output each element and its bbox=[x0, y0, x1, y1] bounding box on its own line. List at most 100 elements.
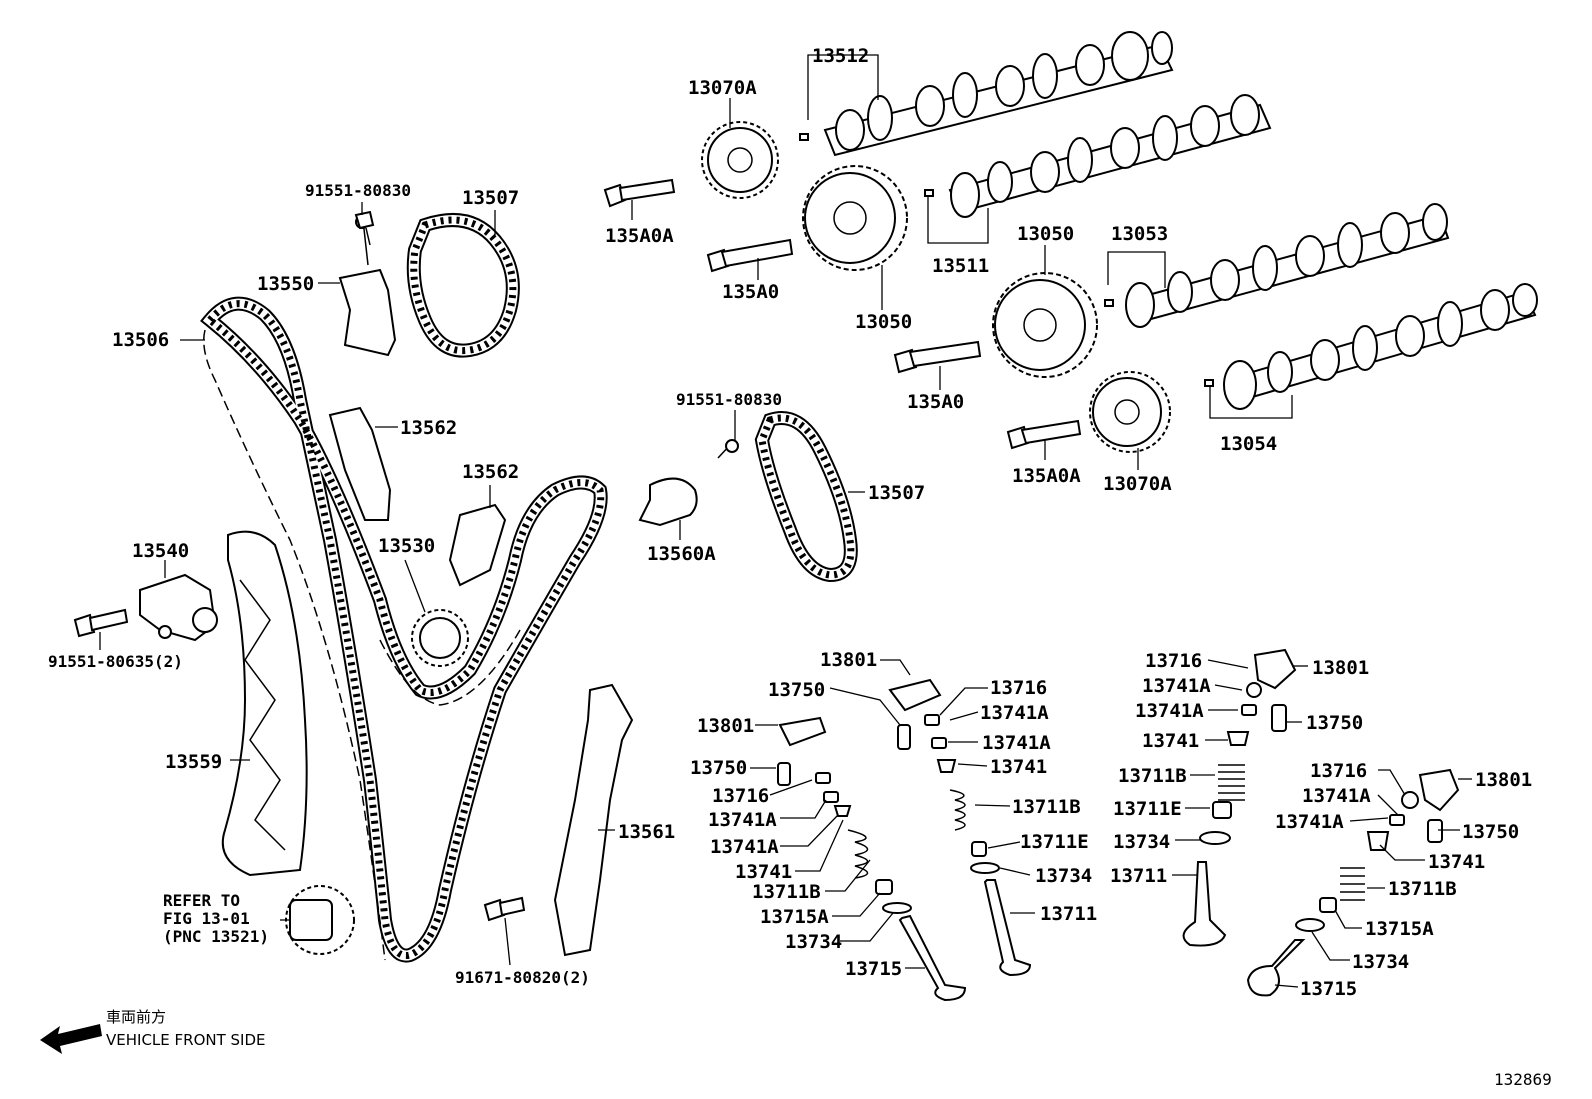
label-13561: 13561 bbox=[618, 821, 675, 843]
vvt-gear-13070A-top bbox=[701, 121, 779, 199]
label-13715A-a: 13715A bbox=[760, 906, 829, 928]
label-13734-c: 13734 bbox=[1113, 831, 1170, 853]
refer-note-line3: (PNC 13521) bbox=[163, 927, 269, 946]
label-13711E-b: 13711E bbox=[1113, 798, 1182, 820]
refer-note-line1: REFER TO bbox=[163, 891, 240, 910]
label-13715-b: 13715 bbox=[1300, 978, 1357, 1000]
label-13716-c: 13716 bbox=[1145, 650, 1202, 672]
figure-id: 132869 bbox=[1494, 1070, 1552, 1089]
label-13750-c: 13750 bbox=[1306, 712, 1363, 734]
label-13711E-a: 13711E bbox=[1020, 831, 1089, 853]
camshaft-13054 bbox=[1204, 283, 1538, 410]
label-13741-a: 13741 bbox=[990, 756, 1047, 778]
label-13511: 13511 bbox=[932, 255, 989, 277]
label-13801-b: 13801 bbox=[697, 715, 754, 737]
bolt-135A0-b bbox=[893, 340, 982, 374]
label-13750-d: 13750 bbox=[1462, 821, 1519, 843]
label-135A0A-b: 135A0A bbox=[1012, 465, 1081, 487]
label-135A0A-a: 135A0A bbox=[605, 225, 674, 247]
label-13053: 13053 bbox=[1111, 223, 1168, 245]
left-arrow-icon bbox=[40, 1024, 102, 1054]
label-13741A-b: 13741A bbox=[982, 732, 1051, 754]
label-13734-b: 13734 bbox=[785, 931, 842, 953]
label-91551-80635: 91551-80635(2) bbox=[48, 652, 183, 671]
label-91671-80820: 91671-80820(2) bbox=[455, 968, 590, 987]
label-135A0-a: 135A0 bbox=[722, 281, 779, 303]
direction-japanese: 車両前方 bbox=[106, 1008, 166, 1026]
label-13716-d: 13716 bbox=[1310, 760, 1367, 782]
label-13741A-d: 13741A bbox=[710, 836, 779, 858]
label-13711B-c: 13711B bbox=[1118, 765, 1187, 787]
label-13716-b: 13716 bbox=[712, 785, 769, 807]
bolt-91551-80830-a bbox=[354, 210, 375, 246]
label-13711B-b: 13711B bbox=[752, 881, 821, 903]
label-13070A-bottom: 13070A bbox=[1103, 473, 1172, 495]
label-13741A-a: 13741A bbox=[980, 702, 1049, 724]
camshaft-13511 bbox=[924, 94, 1272, 218]
label-13560A: 13560A bbox=[647, 543, 716, 565]
label-13741A-h: 13741A bbox=[1275, 811, 1344, 833]
label-13530: 13530 bbox=[378, 535, 435, 557]
label-13507-b: 13507 bbox=[868, 482, 925, 504]
vvt-gear-13050-b bbox=[992, 272, 1098, 378]
bolt-135A0A-a bbox=[603, 178, 676, 208]
chain-path-ghost bbox=[203, 329, 521, 961]
camshaft-13512 bbox=[799, 31, 1174, 157]
label-13734-d: 13734 bbox=[1352, 951, 1409, 973]
bolt-135A0A-b bbox=[1006, 419, 1082, 450]
label-91551-80830-a: 91551-80830 bbox=[305, 181, 411, 200]
label-13741A-g: 13741A bbox=[1302, 785, 1371, 807]
label-13711B-d: 13711B bbox=[1388, 878, 1457, 900]
label-13050-a: 13050 bbox=[1017, 223, 1074, 245]
tensioner-13540 bbox=[139, 573, 218, 642]
label-13540: 13540 bbox=[132, 540, 189, 562]
label-13741-d: 13741 bbox=[1428, 851, 1485, 873]
label-13512: 13512 bbox=[812, 45, 869, 67]
label-13711-b: 13711 bbox=[1110, 865, 1167, 887]
label-13750-a: 13750 bbox=[768, 679, 825, 701]
guide-13559 bbox=[221, 530, 308, 877]
label-13741A-f: 13741A bbox=[1135, 700, 1204, 722]
bolt-91671-80820 bbox=[483, 896, 526, 922]
label-13562-b: 13562 bbox=[462, 461, 519, 483]
label-13801-a: 13801 bbox=[820, 649, 877, 671]
label-135A0-b: 135A0 bbox=[907, 391, 964, 413]
valvetrain-left bbox=[777, 678, 1032, 1002]
refer-note-line2: FIG 13-01 bbox=[163, 909, 250, 928]
tensioner-13560A bbox=[638, 439, 739, 527]
chain-13507-upper bbox=[406, 213, 520, 358]
label-13559: 13559 bbox=[165, 751, 222, 773]
label-13741-c: 13741 bbox=[1142, 730, 1199, 752]
label-13741-b: 13741 bbox=[735, 861, 792, 883]
label-13715-a: 13715 bbox=[845, 958, 902, 980]
chain-13506 bbox=[200, 296, 608, 963]
vvt-gear-13070A-bottom bbox=[1089, 371, 1171, 453]
label-13054: 13054 bbox=[1220, 433, 1277, 455]
bolt-91551-80635 bbox=[73, 608, 129, 638]
label-13741A-e: 13741A bbox=[1142, 675, 1211, 697]
leader-lines bbox=[99, 54, 1472, 988]
direction-english: VEHICLE FRONT SIDE bbox=[106, 1031, 266, 1049]
label-13801-d: 13801 bbox=[1475, 769, 1532, 791]
label-13715A-b: 13715A bbox=[1365, 918, 1434, 940]
guide-13562-upper bbox=[328, 406, 392, 521]
bolt-135A0-a bbox=[706, 238, 794, 273]
label-13711-a: 13711 bbox=[1040, 903, 1097, 925]
valvetrain-right bbox=[1182, 648, 1460, 997]
label-13716-a: 13716 bbox=[990, 677, 1047, 699]
sprocket-13530 bbox=[411, 609, 469, 667]
label-13750-b: 13750 bbox=[690, 757, 747, 779]
vvt-gear-13050-a bbox=[802, 165, 908, 271]
camshaft-13053 bbox=[1104, 203, 1450, 328]
label-13070A-top: 13070A bbox=[688, 77, 757, 99]
label-13741A-c: 13741A bbox=[708, 809, 777, 831]
part-labels: 13512 13070A 91551-80830 13507 135A0A 13… bbox=[48, 45, 1532, 1000]
direction-indicator: 車両前方 VEHICLE FRONT SIDE bbox=[40, 1008, 266, 1054]
refer-note: REFER TO FIG 13-01 (PNC 13521) bbox=[163, 891, 269, 946]
label-13562-a: 13562 bbox=[400, 417, 457, 439]
label-13506: 13506 bbox=[112, 329, 169, 351]
label-13050-b: 13050 bbox=[855, 311, 912, 333]
label-91551-80830-b: 91551-80830 bbox=[676, 390, 782, 409]
guide-13561 bbox=[553, 683, 634, 957]
